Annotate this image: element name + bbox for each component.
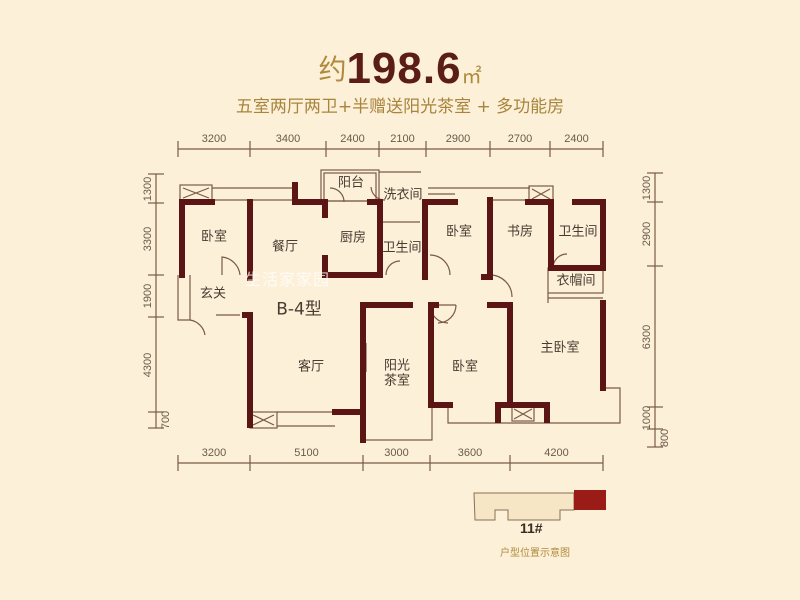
- room-label-laundry: 洗衣间: [383, 187, 423, 203]
- room-label-bedroom: 卧室: [200, 229, 228, 245]
- unit-location-highlight: [574, 490, 606, 510]
- top-dimension-label: 2400: [340, 133, 365, 145]
- area-prefix: 约: [318, 53, 347, 86]
- room-label-cloakroom: 衣帽间: [556, 273, 596, 289]
- left-dimension-label: 1900: [142, 283, 154, 309]
- room-label-bathroom: 卫生间: [382, 240, 422, 256]
- top-dimension-label: 2700: [507, 133, 533, 145]
- room-label-sunroom-line1: 阳光: [383, 358, 411, 374]
- area-title: 约198.6㎡: [0, 44, 800, 94]
- top-dimension-label: 2100: [390, 133, 415, 145]
- thin-lines: [155, 148, 656, 464]
- room-label-bathroom: 卫生间: [558, 224, 598, 240]
- right-dimension-label: 1000: [641, 405, 653, 431]
- bottom-dimension-label: 3600: [457, 447, 483, 459]
- top-dimension-label: 3200: [201, 133, 227, 145]
- right-dimension-label: 800: [659, 428, 671, 448]
- right-dimension-label: 6300: [641, 324, 653, 349]
- room-label-living: 客厅: [297, 359, 325, 375]
- room-label-balcony: 阳台: [337, 175, 365, 191]
- bottom-dimension-label: 3200: [201, 447, 227, 459]
- watermark: 生活家家园: [245, 270, 331, 289]
- top-dimension-label: 2400: [564, 133, 589, 145]
- key-plan: [473, 490, 606, 521]
- room-label-foyer: 玄关: [199, 286, 227, 302]
- bottom-dimension-label: 3000: [384, 447, 409, 459]
- left-dimension-label: 700: [160, 410, 172, 430]
- bottom-dimension-label: 4200: [544, 447, 569, 459]
- right-dimension-label: 2900: [641, 221, 653, 247]
- bottom-dimension-label: 5100: [294, 447, 319, 459]
- area-value: 198.6: [346, 44, 462, 93]
- building-number: 11#: [520, 520, 543, 536]
- room-label-master-bedroom: 主卧室: [540, 340, 580, 356]
- unit-type-label: B-4型: [276, 299, 322, 320]
- room-label-dining: 餐厅: [271, 239, 299, 255]
- key-plan-caption: 户型位置示意图: [500, 548, 570, 559]
- layout-subtitle: 五室两厅两卫+半赠送阳光茶室 + 多功能房: [235, 97, 565, 117]
- walls: [179, 182, 606, 443]
- room-label-sunroom-line2: 茶室: [383, 373, 411, 389]
- room-label-bedroom: 卧室: [451, 359, 479, 375]
- right-dimension-label: 1300: [641, 175, 653, 200]
- left-dimension-label: 1300: [142, 176, 154, 201]
- room-label-kitchen: 厨房: [339, 230, 367, 246]
- dimension-ticks: [148, 141, 663, 471]
- room-label-bedroom: 卧室: [445, 224, 473, 240]
- top-dimension-label: 2900: [445, 133, 471, 145]
- left-dimension-label: 4300: [142, 352, 154, 377]
- top-dimension-label: 3400: [275, 133, 301, 145]
- room-label-study: 书房: [506, 224, 534, 240]
- area-unit: ㎡: [461, 64, 482, 88]
- left-dimension-label: 3300: [142, 226, 154, 252]
